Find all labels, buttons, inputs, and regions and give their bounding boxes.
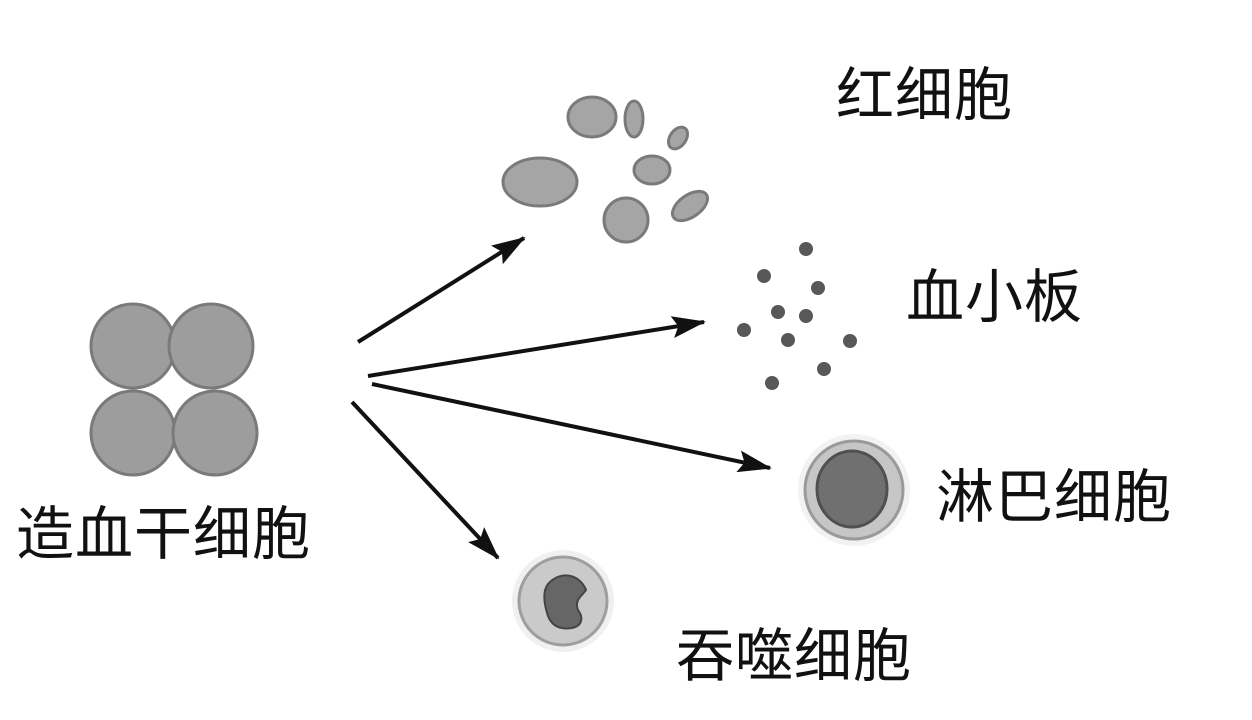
red-blood-cell [602,196,650,244]
arrow-to-red-blood-cells [356,236,526,344]
stem-cell-circle [167,302,255,390]
red-blood-cell [566,95,618,139]
platelet-dot [771,305,785,319]
red-blood-cell-label: 红细胞 [836,61,1014,129]
lymphocyte-label: 淋巴细胞 [936,463,1173,531]
platelet-dot [757,269,771,283]
red-blood-cells [501,95,710,244]
stem-cell-cluster [89,302,259,477]
arrow-to-lymphocyte [371,382,772,473]
macrophage-label: 吞噬细胞 [676,622,913,690]
platelet-dot [781,333,795,347]
red-blood-cell [632,154,672,186]
lymphocyte [798,434,910,546]
platelet-dot [843,334,857,348]
red-blood-cell [623,99,645,139]
arrow-to-platelets [367,316,706,378]
macrophage-nucleus [543,574,588,630]
red-blood-cell [501,156,579,208]
platelet-dot [811,281,825,295]
platelet-label: 血小板 [906,263,1084,331]
stem-cell-circle [89,389,177,477]
platelet-dot [799,309,813,323]
macrophage [512,550,614,652]
red-blood-cell [666,125,690,151]
platelet-dot [799,242,813,256]
platelet-dot [817,362,831,376]
red-blood-cell [670,189,710,223]
stem-cell-label: 造血干细胞 [16,500,312,568]
differentiation-arrows [350,236,772,560]
platelets [737,242,857,390]
arrow-to-macrophage [350,400,500,560]
platelet-dot [737,323,751,337]
lymphocyte-nucleus [815,449,889,529]
platelet-dot [765,376,779,390]
stem-cell-circle [89,302,177,390]
stem-cell-circle [171,389,259,477]
